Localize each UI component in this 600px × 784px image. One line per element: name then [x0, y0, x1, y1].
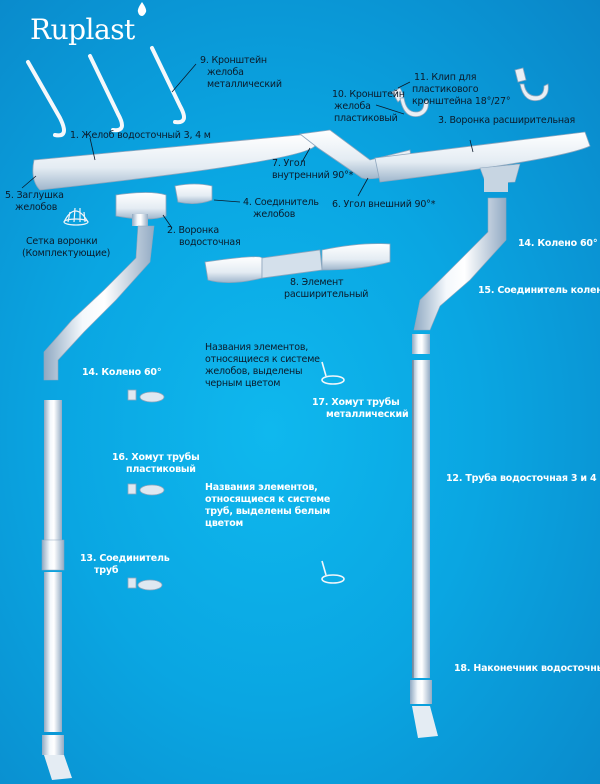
label-line: 9. Кронштейн — [200, 55, 267, 66]
label-elbow-connector: 15. Соединитель колен — [478, 285, 600, 296]
label-line: желоба — [334, 101, 371, 112]
right-downpipe — [410, 178, 508, 738]
outlet-funnel-left — [115, 192, 173, 229]
label-line: желоба — [207, 67, 244, 78]
label-expansion-element: 8. Элемент расширительный — [284, 277, 368, 301]
plastic-brackets — [391, 67, 549, 117]
label-line: Сетка воронки — [26, 236, 98, 247]
label-line: пластиковый — [334, 113, 398, 124]
label-plastic-clamp: 16. Хомут трубы пластиковый — [112, 452, 200, 476]
label-gutter: 1. Желоб водосточный 3, 4 м — [70, 130, 211, 141]
label-elbow-left: 14. Колено 60° — [82, 367, 162, 378]
label-line: 10. Кронштейн — [332, 89, 405, 100]
label-funnel-mesh: Сетка воронки (Комплектующие) — [22, 236, 110, 260]
label-pipe-outlet: 18. Наконечник водосточный — [454, 663, 600, 674]
label-line: 4. Соединитель — [243, 197, 319, 208]
label-clip: 11. Клип для пластикового кронштейна 18°… — [412, 72, 511, 108]
label-line: труб — [94, 565, 119, 576]
label-elbow-right: 14. Колено 60° — [518, 238, 598, 249]
note-line: относящиеся к системе — [205, 494, 331, 505]
label-plastic-bracket: 10. Кронштейн желоба пластиковый — [332, 89, 405, 125]
label-end-cap: 5. Заглушка желобов — [5, 190, 64, 214]
label-line: 8. Элемент — [290, 277, 344, 288]
hook-1 — [26, 60, 66, 138]
label-line: внутренний 90°* — [272, 170, 354, 181]
gutter-connector — [174, 183, 241, 204]
hook-3 — [150, 46, 186, 125]
label-line: 17. Хомут трубы — [312, 397, 400, 408]
label-line: 11. Клип для — [414, 72, 477, 83]
note-line: Названия элементов, — [205, 342, 309, 353]
label-line: 5. Заглушка — [5, 190, 64, 201]
hook-2 — [88, 54, 124, 133]
label-downpipe-funnel: 2. Воронка водосточная — [167, 225, 241, 249]
label-line: 13. Соединитель — [80, 553, 170, 564]
note-pipe-labels: Названия элементов, относящиеся к систем… — [205, 482, 330, 530]
label-gutter-connector: 4. Соединитель желобов — [243, 197, 319, 221]
label-line: металлический — [326, 409, 409, 420]
brand-name: Ruplast — [30, 13, 135, 46]
label-pipe-connector: 13. Соединитель труб — [80, 553, 170, 577]
label-line: 16. Хомут трубы — [112, 452, 200, 463]
label-metal-clamp: 17. Хомут трубы металлический — [312, 397, 409, 421]
note-line: труб, выделены белым — [205, 506, 331, 517]
brand-logo: Ruplast — [30, 13, 135, 46]
label-inner-corner: 7. Угол внутренний 90°* — [272, 158, 353, 182]
label-line: металлический — [207, 79, 282, 90]
gutter-left-run — [21, 133, 316, 191]
funnel-mesh — [63, 207, 89, 226]
label-downpipe: 12. Труба водосточная 3 и 4 м — [446, 473, 600, 484]
metal-bracket-hooks — [26, 46, 186, 138]
label-line: пластиковый — [126, 464, 196, 475]
label-line: желобов — [15, 202, 58, 213]
note-gutter-labels: Названия элементов, относящиеся к систем… — [205, 342, 320, 390]
label-line: кронштейна 18°/27° — [412, 96, 511, 107]
label-outer-corner: 6. Угол внешний 90°* — [332, 199, 436, 210]
note-line: относящиеся к системе — [205, 354, 320, 365]
note-line: желобов, выделены — [205, 366, 303, 377]
water-drop-icon — [137, 2, 147, 16]
note-line: черным цветом — [205, 378, 281, 389]
label-line: (Комплектующие) — [22, 248, 111, 259]
label-line: желобов — [253, 209, 296, 220]
label-line: 7. Угол — [272, 158, 306, 169]
metal-clamps — [321, 361, 345, 584]
note-line: Названия элементов, — [205, 482, 318, 493]
label-expansion-funnel: 3. Воронка расширительная — [438, 115, 575, 126]
gutter-right-run — [374, 131, 591, 185]
label-line: 2. Воронка — [167, 225, 220, 236]
label-line: водосточная — [179, 237, 241, 248]
plastic-clamps — [127, 389, 165, 591]
label-line: расширительный — [284, 289, 369, 300]
label-line: пластикового — [412, 84, 479, 95]
expansion-element — [204, 243, 391, 283]
label-metal-bracket: 9. Кронштейн желоба металлический — [200, 55, 282, 91]
note-line: цветом — [205, 518, 244, 529]
left-downpipe — [41, 225, 155, 780]
